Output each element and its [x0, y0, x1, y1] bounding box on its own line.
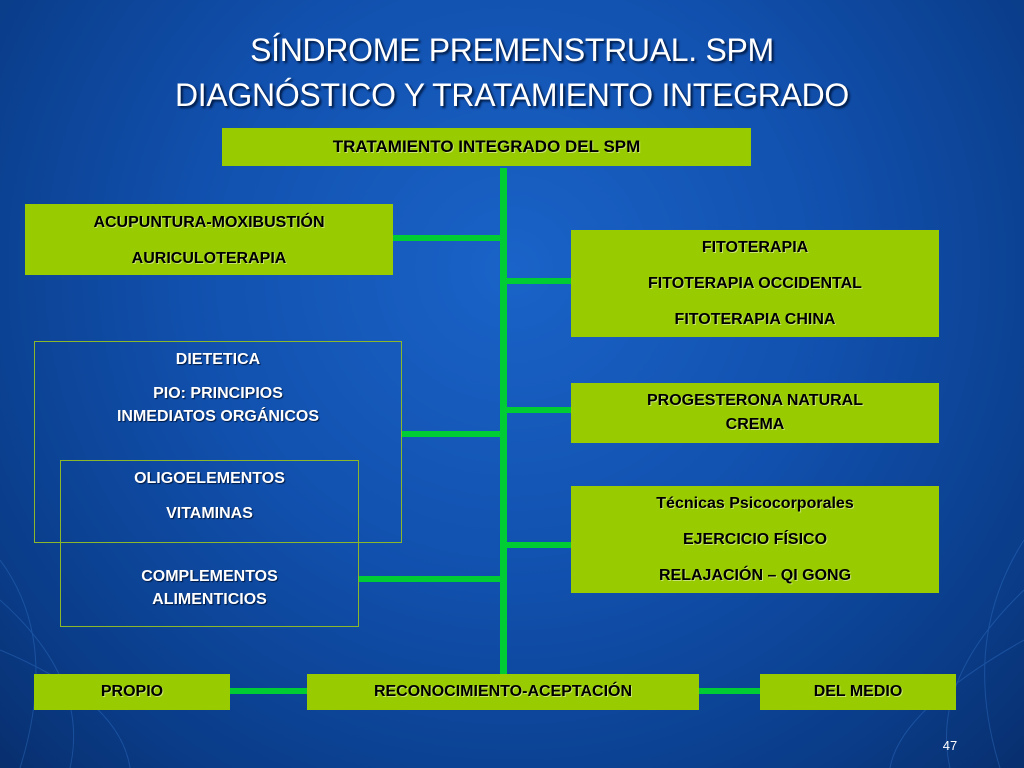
slide-title-line-2: DIAGNÓSTICO Y TRATAMIENTO INTEGRADO — [174, 77, 850, 113]
tecnicas-line-2: EJERCICIO FÍSICO — [682, 531, 828, 548]
propio-label: PROPIO — [100, 683, 164, 700]
dietetica-line-1: DIETETICA — [175, 351, 261, 368]
acupuntura-line-1: ACUPUNTURA-MOXIBUSTIÓN — [93, 214, 325, 231]
fitoterapia-line-2: FITOTERAPIA OCCIDENTAL — [648, 275, 862, 292]
progesterona-line-1: PROGESTERONA NATURAL — [647, 392, 863, 409]
box-propio: PROPIO — [34, 674, 230, 710]
progesterona-line-2: CREMA — [725, 416, 785, 433]
del-medio-label: DEL MEDIO — [813, 683, 903, 700]
box-del-medio: DEL MEDIO — [760, 674, 956, 710]
dietetica-line-3: INMEDIATOS ORGÁNICOS — [116, 408, 320, 425]
connector-propio — [230, 688, 307, 694]
connector-dietetica — [401, 431, 500, 437]
connector-medio — [699, 688, 760, 694]
slide-title-line-1: SÍNDROME PREMENSTRUAL. SPM — [250, 32, 774, 68]
fitoterapia-line-1: FITOTERAPIA — [701, 239, 809, 256]
connector-fitoterapia — [507, 278, 571, 284]
connector-oligoelementos — [358, 576, 500, 582]
box-acupuntura: ACUPUNTURA-MOXIBUSTIÓN AURICULOTERAPIA — [25, 204, 393, 275]
tecnicas-line-3: RELAJACIÓN – QI GONG — [658, 567, 852, 584]
oligo-line-2: VITAMINAS — [166, 505, 253, 522]
root-label: TRATAMIENTO INTEGRADO DEL SPM — [332, 137, 641, 156]
page-number: 47 — [942, 738, 958, 753]
trunk-connector — [500, 168, 507, 676]
box-oligoelementos: OLIGOELEMENTOS VITAMINAS COMPLEMENTOS AL… — [60, 460, 359, 627]
tecnicas-line-1: Técnicas Psicocorporales — [656, 495, 854, 512]
box-dietetica: DIETETICA PIO: PRINCIPIOS INMEDIATOS ORG… — [34, 341, 402, 543]
dietetica-line-2: PIO: PRINCIPIOS — [153, 385, 283, 402]
reconocimiento-label: RECONOCIMIENTO-ACEPTACIÓN — [373, 683, 633, 700]
oligo-line-1: OLIGOELEMENTOS — [134, 470, 285, 487]
oligo-line-4: ALIMENTICIOS — [152, 591, 267, 608]
connector-acupuntura — [392, 235, 500, 241]
box-reconocimiento: RECONOCIMIENTO-ACEPTACIÓN — [307, 674, 699, 710]
box-fitoterapia: FITOTERAPIA FITOTERAPIA OCCIDENTAL FITOT… — [571, 230, 939, 337]
oligo-line-3: COMPLEMENTOS — [141, 568, 278, 585]
acupuntura-line-2: AURICULOTERAPIA — [131, 250, 287, 267]
root-box-tratamiento-integrado: TRATAMIENTO INTEGRADO DEL SPM — [222, 128, 751, 166]
connector-tecnicas — [507, 542, 571, 548]
box-progesterona: PROGESTERONA NATURAL CREMA — [571, 383, 939, 443]
box-tecnicas: Técnicas Psicocorporales EJERCICIO FÍSIC… — [571, 486, 939, 593]
connector-progesterona — [507, 407, 571, 413]
fitoterapia-line-3: FITOTERAPIA CHINA — [674, 311, 836, 328]
